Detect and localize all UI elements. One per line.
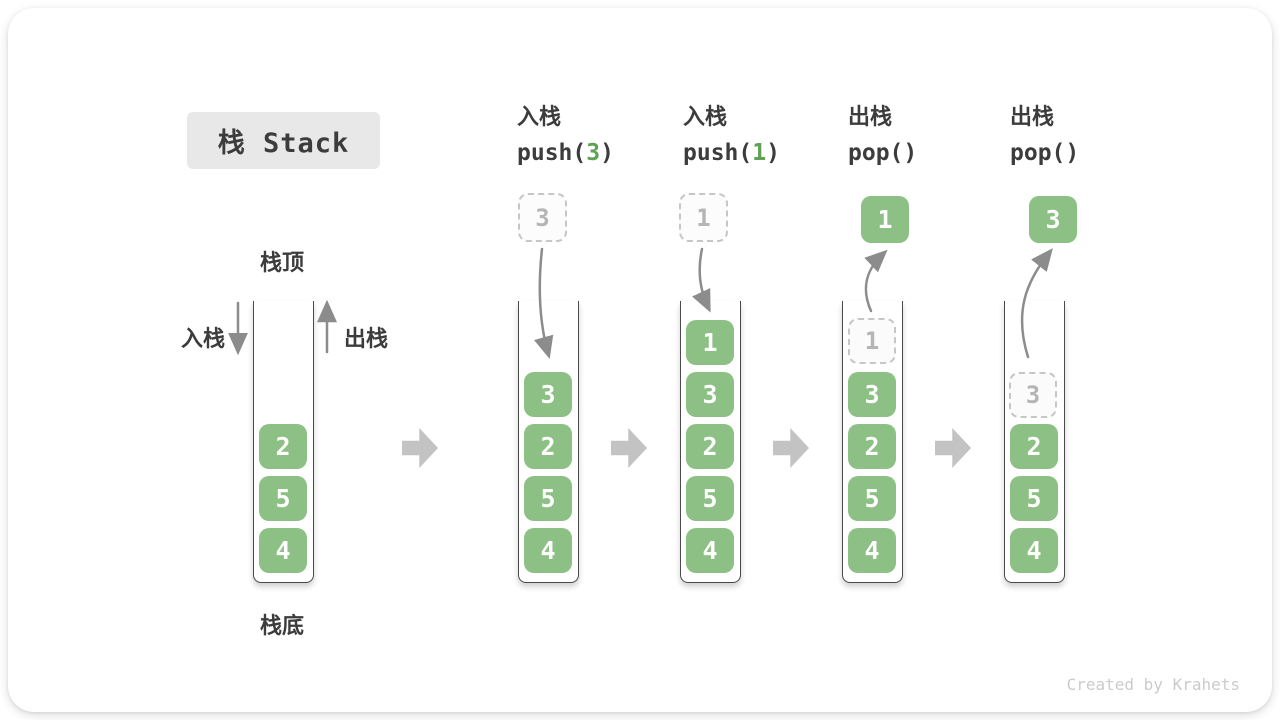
popped-value-box: 1 bbox=[861, 196, 909, 243]
code-arg: 1 bbox=[752, 140, 767, 166]
op-label: 出栈 bbox=[848, 105, 893, 130]
op-header-push-1: 入栈 push(1) bbox=[683, 107, 833, 165]
op-code: pop() bbox=[1010, 142, 1160, 165]
stack-block: 5 bbox=[1010, 476, 1058, 521]
title-badge: 栈 Stack bbox=[187, 112, 380, 169]
stack-top-label: 栈顶 bbox=[260, 251, 305, 276]
stack-block: 2 bbox=[259, 424, 307, 469]
code-post: ) bbox=[600, 140, 614, 166]
op-label: 出栈 bbox=[1010, 105, 1055, 130]
op-label: 入栈 bbox=[683, 105, 728, 130]
push-side-label: 入栈 bbox=[181, 327, 226, 352]
popped-value-box: 3 bbox=[1029, 196, 1077, 243]
stack-block: 4 bbox=[686, 528, 734, 573]
watermark: Created by Krahets bbox=[1066, 675, 1240, 694]
ghost-block: 1 bbox=[848, 318, 896, 364]
pending-push-box: 3 bbox=[518, 193, 567, 242]
code-pre: pop( bbox=[1010, 140, 1066, 166]
stack-bottom-label: 栈底 bbox=[260, 614, 305, 639]
op-code: pop() bbox=[848, 142, 998, 165]
code-pre: pop( bbox=[848, 140, 904, 166]
ghost-block: 3 bbox=[1009, 372, 1057, 418]
stack-block: 5 bbox=[848, 476, 896, 521]
stack-block: 2 bbox=[524, 424, 572, 469]
code-post: ) bbox=[903, 140, 918, 166]
stack-block: 4 bbox=[524, 528, 572, 573]
stack-block: 3 bbox=[524, 372, 572, 417]
op-header-pop-1: 出栈 pop() bbox=[848, 107, 998, 165]
code-pre: push( bbox=[517, 140, 587, 166]
stack-block: 3 bbox=[686, 372, 734, 417]
stack-block: 4 bbox=[1010, 528, 1058, 573]
stack-block: 4 bbox=[848, 528, 896, 573]
page-title: 栈 Stack bbox=[217, 128, 350, 159]
op-code: push(3) bbox=[517, 142, 667, 165]
code-pre: push( bbox=[683, 140, 753, 166]
op-code: push(1) bbox=[683, 142, 833, 165]
code-post: ) bbox=[766, 140, 780, 166]
pop-side-label: 出栈 bbox=[344, 327, 389, 352]
stack-block: 5 bbox=[686, 476, 734, 521]
stack-block: 2 bbox=[1010, 424, 1058, 469]
pending-push-box: 1 bbox=[679, 193, 728, 242]
stack-block: 5 bbox=[524, 476, 572, 521]
code-post: ) bbox=[1065, 140, 1080, 166]
code-arg: 3 bbox=[586, 140, 601, 166]
stack-block: 1 bbox=[686, 320, 734, 365]
op-header-pop-2: 出栈 pop() bbox=[1010, 107, 1160, 165]
stack-block: 3 bbox=[848, 372, 896, 417]
stack-block: 5 bbox=[259, 476, 307, 521]
stack-block: 2 bbox=[848, 424, 896, 469]
stack-block: 2 bbox=[686, 424, 734, 469]
op-label: 入栈 bbox=[517, 105, 562, 130]
stack-block: 4 bbox=[259, 528, 307, 573]
op-header-push-3: 入栈 push(3) bbox=[517, 107, 667, 165]
